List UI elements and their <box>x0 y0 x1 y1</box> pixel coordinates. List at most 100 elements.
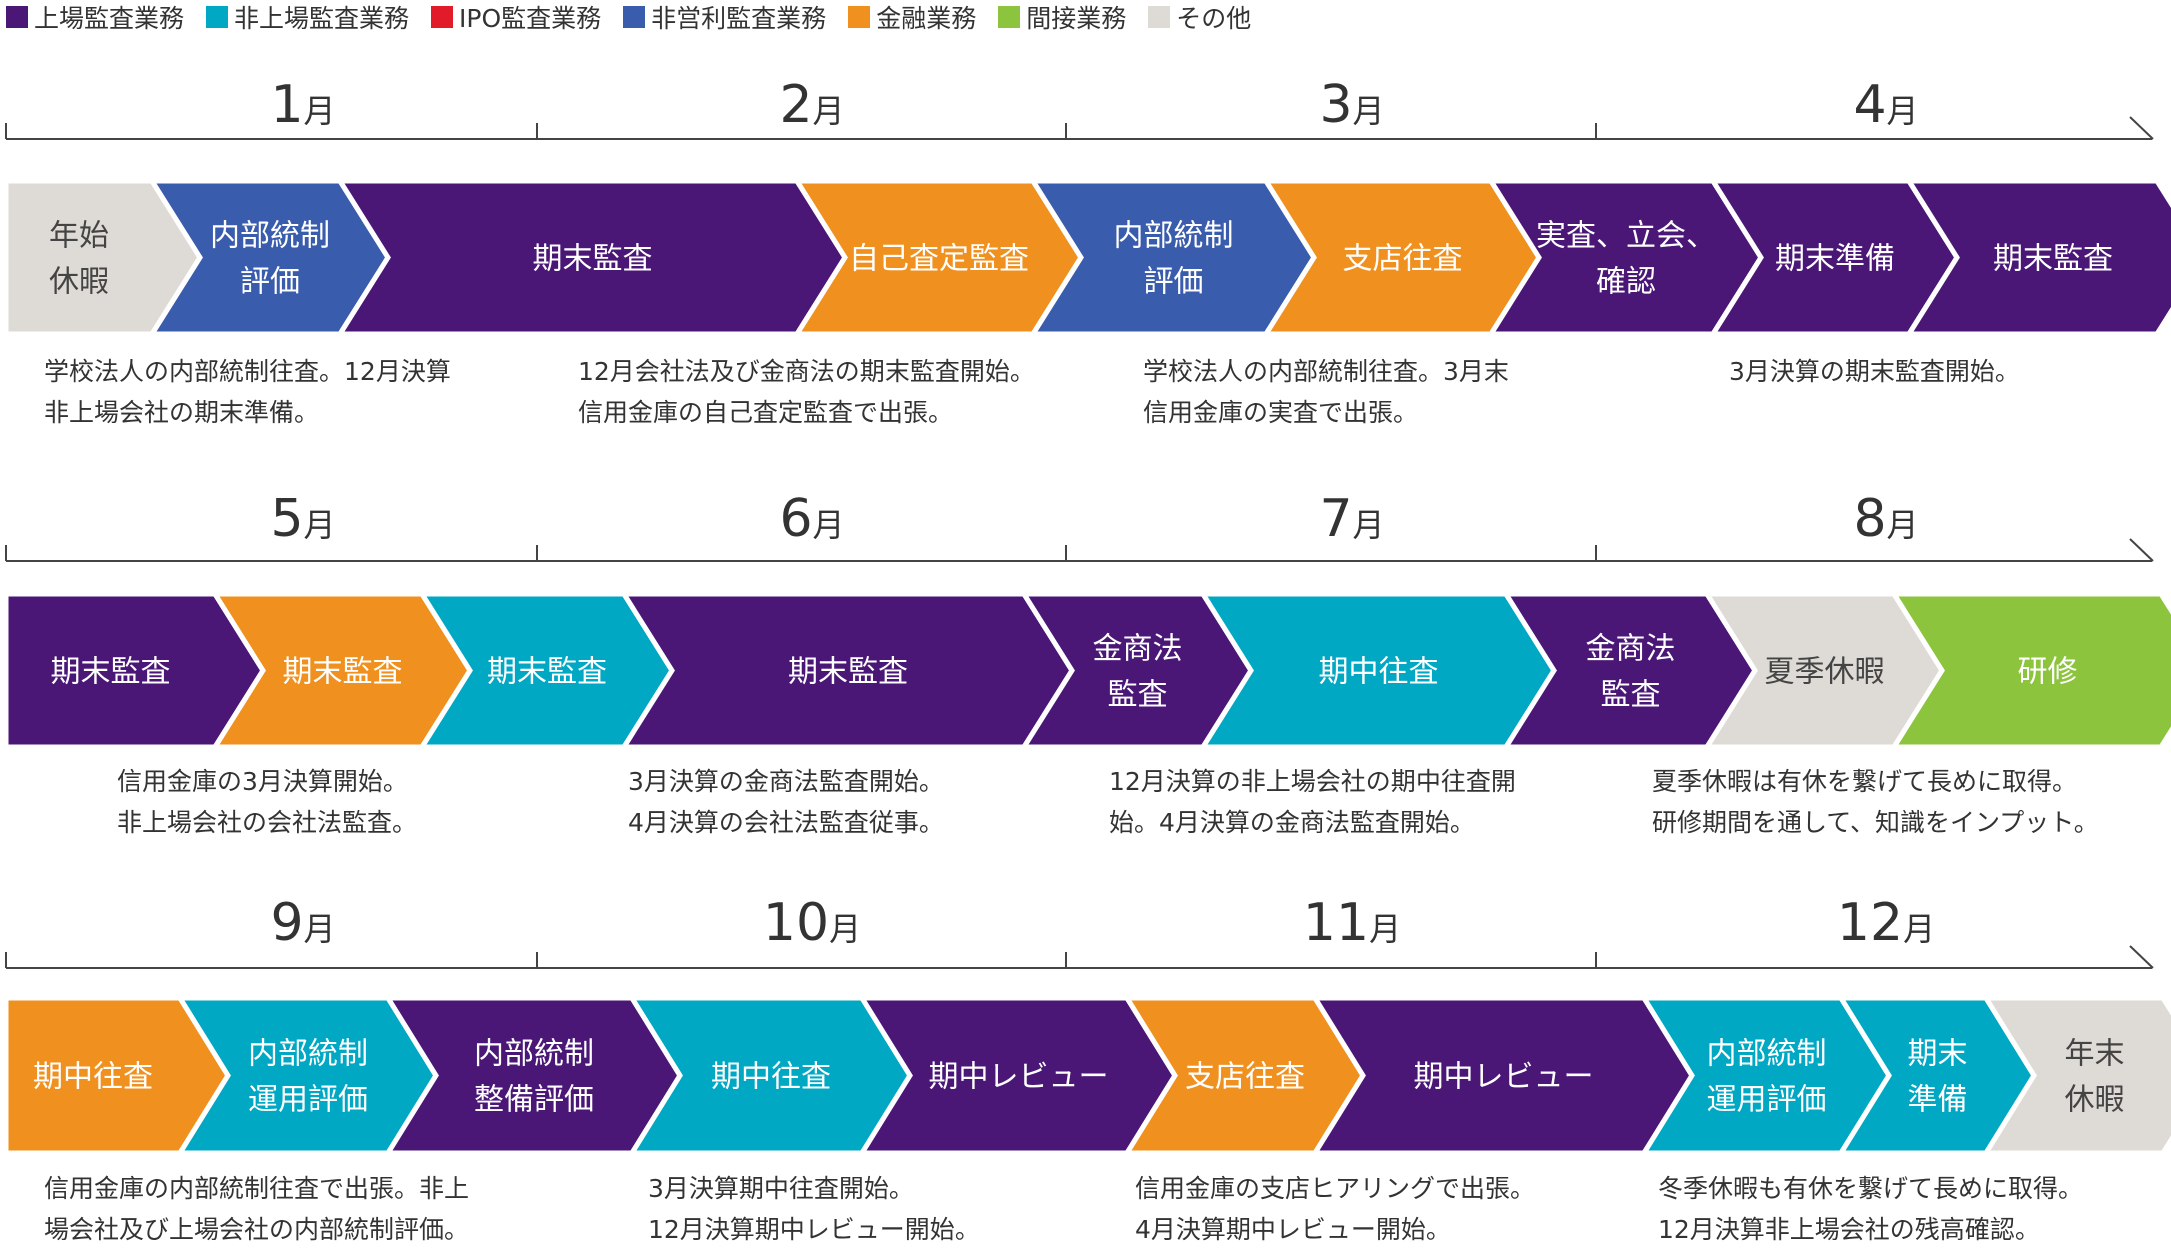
month-description: 信用金庫の支店ヒアリングで出張。 4月決算期中レビュー開始。 <box>1135 1174 1536 1244</box>
task-label-line: 内部統制 <box>210 219 330 254</box>
month-label: 8月 <box>1853 489 1918 549</box>
month-number: 1 <box>270 75 303 135</box>
month-number: 3 <box>1319 75 1352 135</box>
task-label: 夏季休暇 <box>1765 655 1885 690</box>
task-label: 内部統制評価 <box>1114 219 1234 300</box>
task-label-line: 期中レビュー <box>929 1060 1109 1095</box>
month-unit: 月 <box>813 92 845 130</box>
month-label: 1月 <box>270 75 335 135</box>
task-label-line: 支店往査 <box>1185 1060 1305 1095</box>
task-label-line: 期末監査 <box>487 655 607 690</box>
task-label: 期末監査 <box>51 655 171 690</box>
month-axis-arrow <box>2129 945 2154 969</box>
task-label-line: 内部統制 <box>248 1037 368 1072</box>
task-label-line: 確認 <box>1596 265 1656 300</box>
task-label: 内部統制整備評価 <box>474 1037 594 1118</box>
task-label: 研修 <box>2018 655 2078 690</box>
month-number: 5 <box>270 489 303 549</box>
month-description: 冬季休暇も有休を繋げて長めに取得。 12月決算非上場会社の残高確認。 <box>1658 1174 2084 1244</box>
legend-swatch <box>848 6 871 28</box>
month-label: 3月 <box>1319 75 1384 135</box>
legend-item-listed-audit: 上場監査業務 <box>6 0 184 35</box>
month-label: 4月 <box>1853 75 1918 135</box>
month-label: 11月 <box>1303 893 1401 953</box>
month-label: 6月 <box>779 489 844 549</box>
task-label-line: 期中レビュー <box>1414 1060 1594 1095</box>
month-label: 12月 <box>1837 893 1935 953</box>
task-label: 自己査定監査 <box>849 242 1029 277</box>
month-number: 2 <box>779 75 812 135</box>
month-number: 8 <box>1853 489 1886 549</box>
month-axis-arrow <box>2129 116 2154 140</box>
legend-swatch <box>431 6 454 28</box>
month-description: 信用金庫の内部統制往査で出張。非上 場会社及び上場会社の内部統制評価。 <box>44 1174 470 1244</box>
month-label: 9月 <box>270 893 335 953</box>
task-label: 期中往査 <box>33 1060 153 1095</box>
legend-item-finance: 金融業務 <box>848 0 976 35</box>
task-label-line: 監査 <box>1601 678 1661 713</box>
month-unit: 月 <box>304 910 336 948</box>
month-number: 10 <box>763 893 829 953</box>
legend-swatch <box>206 6 229 28</box>
task-label-line: 期末監査 <box>283 655 403 690</box>
task-label: 実査、立会、確認 <box>1536 219 1716 300</box>
task-label: 内部統制評価 <box>210 219 330 300</box>
month-axis-arrow <box>2129 538 2154 562</box>
task-label: 年始休暇 <box>49 219 109 300</box>
task-label: 期末準備 <box>1775 242 1895 277</box>
task-label: 期中往査 <box>711 1060 831 1095</box>
task-label: 期末監査 <box>1993 242 2113 277</box>
legend-label: IPO監査業務 <box>459 4 602 33</box>
task-label-line: 評価 <box>1144 265 1204 300</box>
task-label: 期末準備 <box>1908 1037 1968 1118</box>
task-label: 内部統制運用評価 <box>1707 1037 1827 1118</box>
legend-label: 上場監査業務 <box>34 4 185 33</box>
month-number: 6 <box>779 489 812 549</box>
month-unit: 月 <box>1369 910 1401 948</box>
task-label-line: 期末監査 <box>533 242 653 277</box>
month-unit: 月 <box>1887 506 1919 544</box>
task-label: 期中往査 <box>1319 655 1439 690</box>
task-label-line: 運用評価 <box>248 1083 368 1118</box>
month-number: 12 <box>1837 893 1903 953</box>
month-unit: 月 <box>1353 92 1385 130</box>
month-unit: 月 <box>304 92 336 130</box>
month-description: 信用金庫の3月決算開始。 非上場会社の会社法監査。 <box>117 767 418 837</box>
task-label-line: 期末監査 <box>51 655 171 690</box>
task-label-line: 夏季休暇 <box>1765 655 1885 690</box>
month-description: 学校法人の内部統制往査。3月末 信用金庫の実査で出張。 <box>1143 357 1509 427</box>
legend-label: 間接業務 <box>1026 4 1127 33</box>
legend-label: 金融業務 <box>876 4 977 33</box>
task-label: 期中レビュー <box>1414 1060 1594 1095</box>
month-description: 12月決算の非上場会社の期中往査開 始。4月決算の金商法監査開始。 <box>1109 767 1516 837</box>
task-label: 期末監査 <box>533 242 653 277</box>
task-label: 支店往査 <box>1185 1060 1305 1095</box>
month-label: 7月 <box>1319 489 1384 549</box>
task-label-line: 年末 <box>2065 1037 2125 1072</box>
month-unit: 月 <box>1903 910 1935 948</box>
task-label-line: 研修 <box>2018 655 2078 690</box>
task-label-line: 期中往査 <box>1319 655 1439 690</box>
task-label-line: 期末監査 <box>1993 242 2113 277</box>
legend: 上場監査業務 非上場監査業務 IPO監査業務 非営利監査業務 金融業務 間接業務… <box>6 0 1273 35</box>
task-label-line: 内部統制 <box>1114 219 1234 254</box>
task-label-line: 休暇 <box>49 265 109 300</box>
task-label-line: 金商法 <box>1586 632 1676 667</box>
legend-swatch <box>998 6 1021 28</box>
task-label-line: 期末準備 <box>1775 242 1895 277</box>
task-label-line: 期中往査 <box>711 1060 831 1095</box>
task-chevron <box>1981 995 2171 1156</box>
month-unit: 月 <box>829 910 861 948</box>
month-number: 11 <box>1303 893 1369 953</box>
task-label-line: 整備評価 <box>474 1083 594 1118</box>
month-description: 3月決算の金商法監査開始。 4月決算の会社法監査従事。 <box>628 767 944 837</box>
legend-swatch <box>6 6 28 28</box>
task-label-line: 休暇 <box>2065 1083 2125 1118</box>
task-label-line: 実査、立会、 <box>1536 219 1716 254</box>
task-chevron <box>1889 591 2171 750</box>
legend-item-nonprofit-audit: 非営利監査業務 <box>623 0 826 35</box>
month-number: 9 <box>270 893 303 953</box>
month-unit: 月 <box>1887 92 1919 130</box>
month-description: 夏季休暇は有休を繋げて長めに取得。 研修期間を通して、知識をインプット。 <box>1652 767 2099 837</box>
